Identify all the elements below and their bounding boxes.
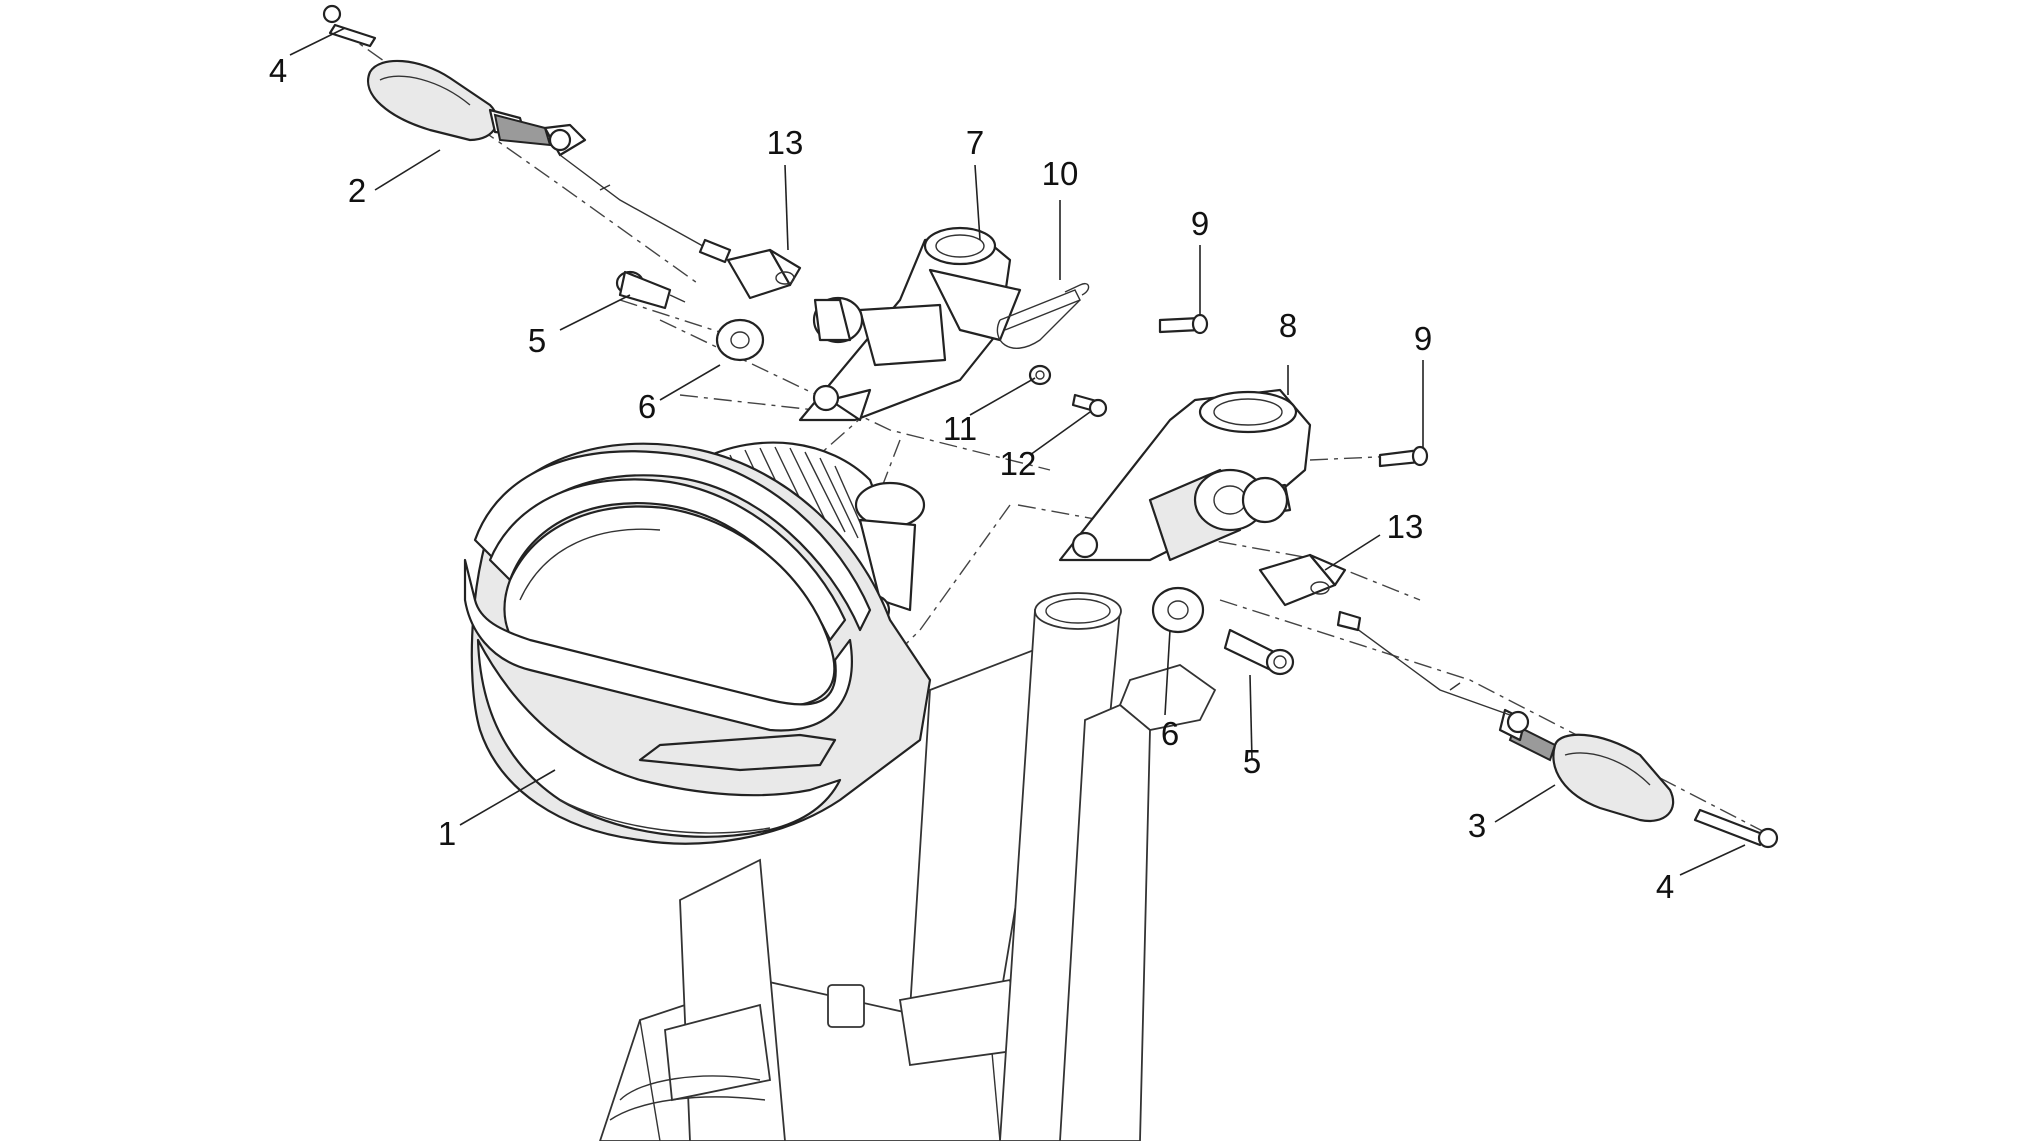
washer-left [715, 318, 765, 362]
bolt-left [615, 270, 686, 310]
bolt-9-lower [1378, 445, 1429, 468]
washer-right [1151, 586, 1205, 634]
small-screw [1071, 393, 1108, 418]
callout-8: 8 [1279, 307, 1297, 344]
right-headlight-bracket [1058, 388, 1312, 562]
callout-2: 2 [348, 172, 366, 209]
grommet-left [726, 248, 802, 300]
callout-4-bottom: 4 [1656, 868, 1674, 905]
left-headlight-bracket [798, 226, 1022, 422]
callout-6-right: 6 [1161, 715, 1179, 752]
callout-6-left: 6 [638, 388, 656, 425]
small-washer [1028, 364, 1052, 386]
callout-12: 12 [1000, 445, 1037, 482]
bolt-right [1223, 628, 1295, 676]
grommet-right [1258, 553, 1347, 607]
headlight-assembly [463, 441, 932, 845]
callout-10: 10 [1042, 155, 1079, 192]
callout-9-lower: 9 [1414, 320, 1432, 357]
callout-7: 7 [966, 124, 984, 161]
indicator-screw-top [322, 4, 377, 48]
right-turn-indicator [1336, 610, 1675, 823]
wire-clip [996, 283, 1090, 349]
front-fork-assembly [599, 592, 1217, 1141]
callout-1: 1 [438, 815, 456, 852]
callout-5-right: 5 [1243, 743, 1261, 780]
callout-3: 3 [1468, 807, 1486, 844]
callout-13-left: 13 [767, 124, 804, 161]
callout-labels: 4 2 13 7 10 9 5 8 9 6 11 12 13 6 5 1 3 4 [269, 52, 1674, 905]
bolt-9-upper [1158, 313, 1209, 335]
callout-leader-lines [289, 27, 1746, 876]
left-turn-indicator [367, 59, 732, 264]
callout-4-top: 4 [269, 52, 287, 89]
indicator-screw-bottom [1693, 808, 1779, 849]
callout-5-left: 5 [528, 322, 546, 359]
callout-13-right: 13 [1387, 508, 1424, 545]
callout-9-upper: 9 [1191, 205, 1209, 242]
callout-11: 11 [943, 410, 977, 447]
